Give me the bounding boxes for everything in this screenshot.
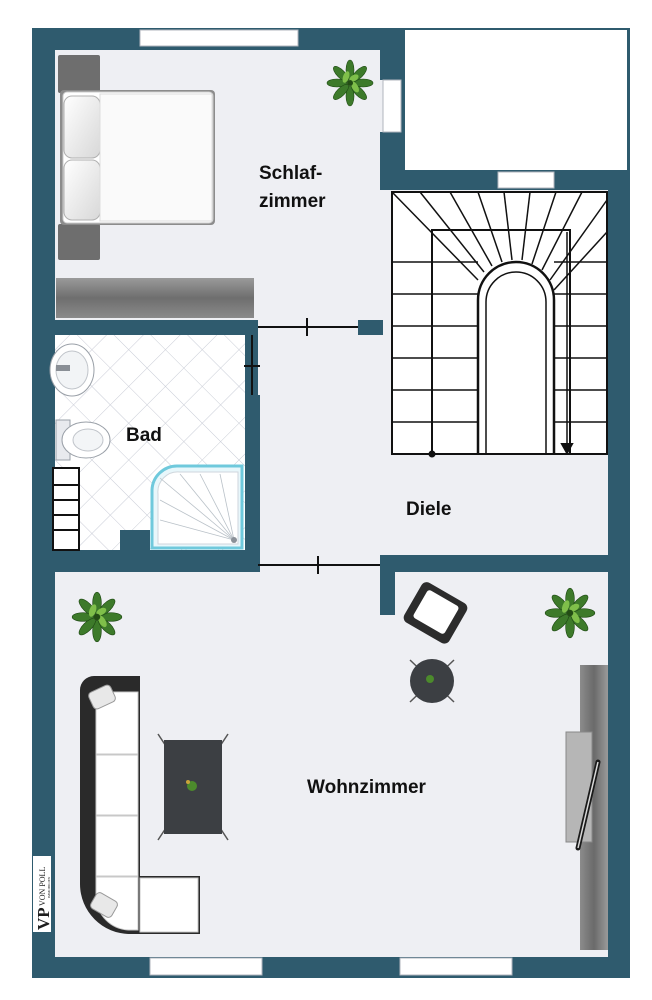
sink-icon	[49, 343, 95, 397]
room-label-schlafzimmer-1: Schlaf-	[259, 163, 322, 184]
wall-bad-notch	[120, 530, 150, 552]
room-labels: Schlaf- zimmer Bad Diele Wohnzimmer	[126, 163, 451, 798]
shower-icon	[150, 464, 244, 550]
room-label-schlafzimmer-2: zimmer	[259, 191, 326, 212]
side-table	[409, 659, 455, 703]
wall-void-left-bottom	[380, 132, 405, 190]
stairs-icon	[391, 191, 608, 458]
logo-initials: VP	[34, 907, 53, 930]
plant-icon	[326, 59, 374, 107]
toilet-icon	[55, 419, 111, 461]
sofa-icon	[80, 676, 200, 934]
plant-icon	[71, 591, 123, 643]
room-label-bad: Bad	[126, 425, 162, 446]
void-area	[405, 30, 627, 170]
window-wohn-bottom-right	[399, 957, 513, 976]
wall-diele-bottom	[380, 555, 610, 572]
room-label-wohnzimmer: Wohnzimmer	[307, 777, 427, 798]
wall-void-left-top	[380, 28, 405, 80]
logo-name: VON POLL	[38, 867, 47, 906]
wall-bad-bottom	[55, 550, 260, 572]
wall-stub-schlaf	[358, 320, 383, 335]
floor-diele-corridor	[258, 320, 383, 565]
wall-wohn-entry	[380, 555, 395, 615]
logo-sub: IMMOBILIEN	[47, 876, 51, 898]
doors	[244, 318, 380, 574]
window-schlaf-right	[382, 79, 402, 133]
wall-bad-right	[245, 395, 260, 570]
brand-logo: VP VON POLL IMMOBILIEN	[33, 856, 53, 932]
towel-rack	[52, 467, 80, 551]
window-wohn-bottom-left	[149, 957, 263, 976]
wall-schlaf-bad	[55, 320, 255, 335]
bed-icon	[58, 55, 215, 260]
window-schlaf-top	[139, 29, 299, 47]
armchair-icon	[403, 582, 468, 644]
room-label-diele: Diele	[406, 499, 451, 520]
plant-icon	[544, 587, 596, 639]
wardrobe	[56, 278, 254, 318]
tv-icon	[565, 731, 601, 851]
table-icon	[157, 733, 229, 841]
window-stairs	[497, 171, 555, 189]
windows	[139, 29, 555, 976]
